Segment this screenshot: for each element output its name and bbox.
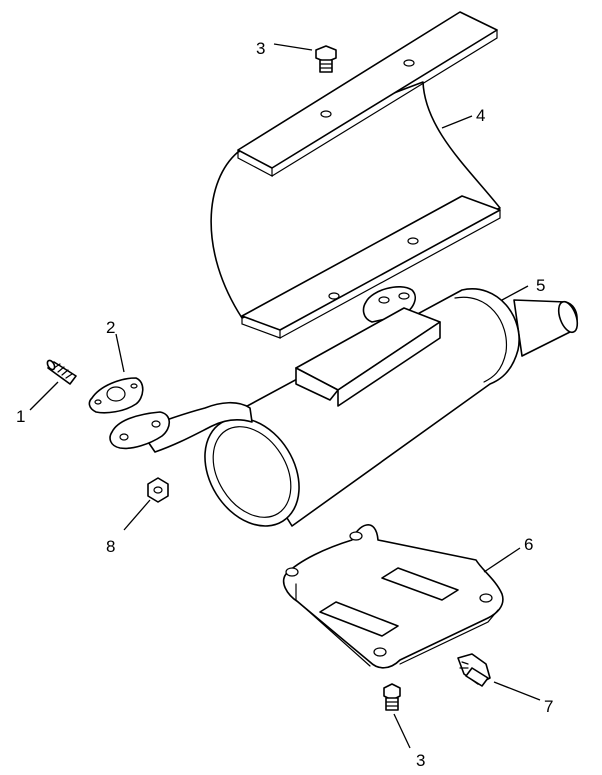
callout-labels: 3 4 5 2 1 8 6 7 3	[16, 39, 553, 770]
mounting-plate-part-6	[282, 524, 504, 669]
heat-shield-part-4	[210, 11, 501, 339]
gasket-part-2	[88, 377, 144, 414]
callout-5: 5	[536, 276, 545, 295]
bolt-part-7	[457, 653, 491, 687]
bolt-part-3-bottom	[383, 683, 401, 711]
callout-2: 2	[106, 318, 115, 337]
bolt-part-3-top	[315, 45, 337, 73]
leader-lines	[29, 43, 541, 749]
callout-7: 7	[544, 697, 553, 716]
callout-6: 6	[524, 535, 533, 554]
callout-4: 4	[476, 106, 485, 125]
callout-3-top: 3	[256, 39, 265, 58]
callout-3-bottom: 3	[416, 751, 425, 770]
callout-8: 8	[106, 537, 115, 556]
stud-part-1	[46, 359, 77, 385]
nut-part-8	[147, 477, 169, 503]
muffler-part-5	[109, 286, 579, 527]
callout-1: 1	[16, 407, 25, 426]
